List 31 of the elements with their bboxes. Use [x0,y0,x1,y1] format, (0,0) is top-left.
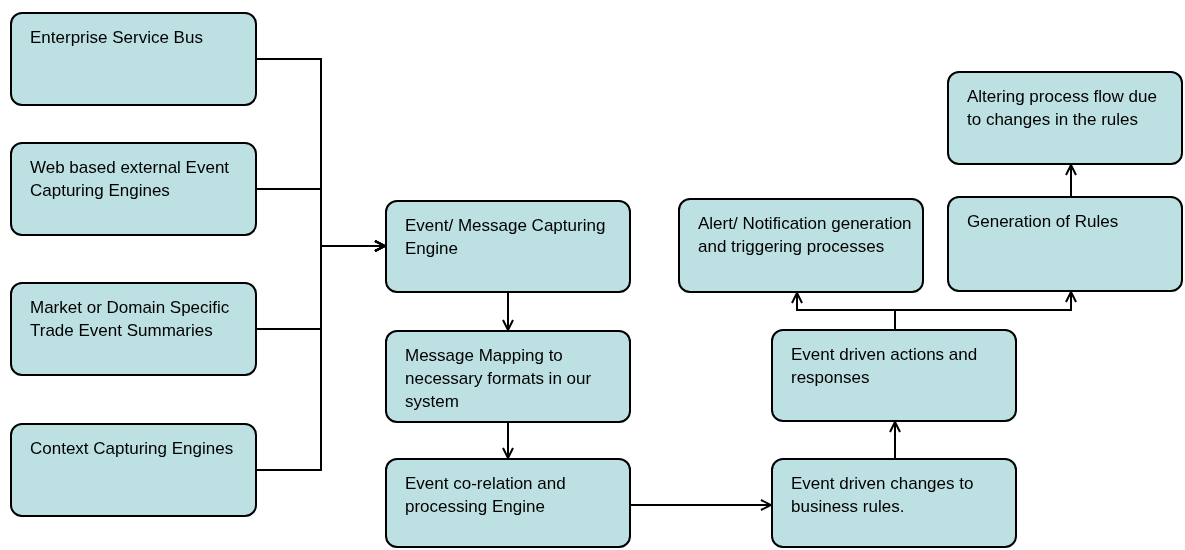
box-label: Market or Domain Specific Trade Event Summaries [30,297,231,342]
process-box [10,423,257,517]
process-box [10,282,257,376]
process-box [771,329,1017,422]
box-label: Message Mapping to necessary formats in our system [405,345,593,413]
box-label: Web based external Event Capturing Engines [30,157,231,202]
box-label: Generation of Rules [967,211,1119,233]
process-box [10,12,257,106]
arrow [894,291,1077,330]
process-box [771,458,1017,548]
process-box [10,142,257,236]
process-box [385,200,631,293]
arrow [1065,164,1077,197]
process-box [385,330,631,423]
arrow [630,499,772,511]
box-label: Event driven actions and responses [791,344,979,389]
process-box [385,458,631,548]
box-label: Enterprise Service Bus [30,27,203,49]
box-label: Altering process flow due to changes in the rules [967,86,1158,131]
box-label: Alert/ Notification generation and triggering processes [698,213,912,258]
box-label: Event co-relation and processing Engine [405,473,567,518]
process-box [678,198,924,293]
box-label: Context Capturing Engines [30,438,234,460]
process-box [947,196,1183,292]
box-label: Event/ Message Capturing Engine [405,215,607,260]
box-label: Event driven changes to business rules. [791,473,975,518]
process-box [947,71,1183,165]
arrow [256,240,386,471]
arrow [502,422,514,459]
arrow [502,292,514,331]
arrow [889,421,901,459]
